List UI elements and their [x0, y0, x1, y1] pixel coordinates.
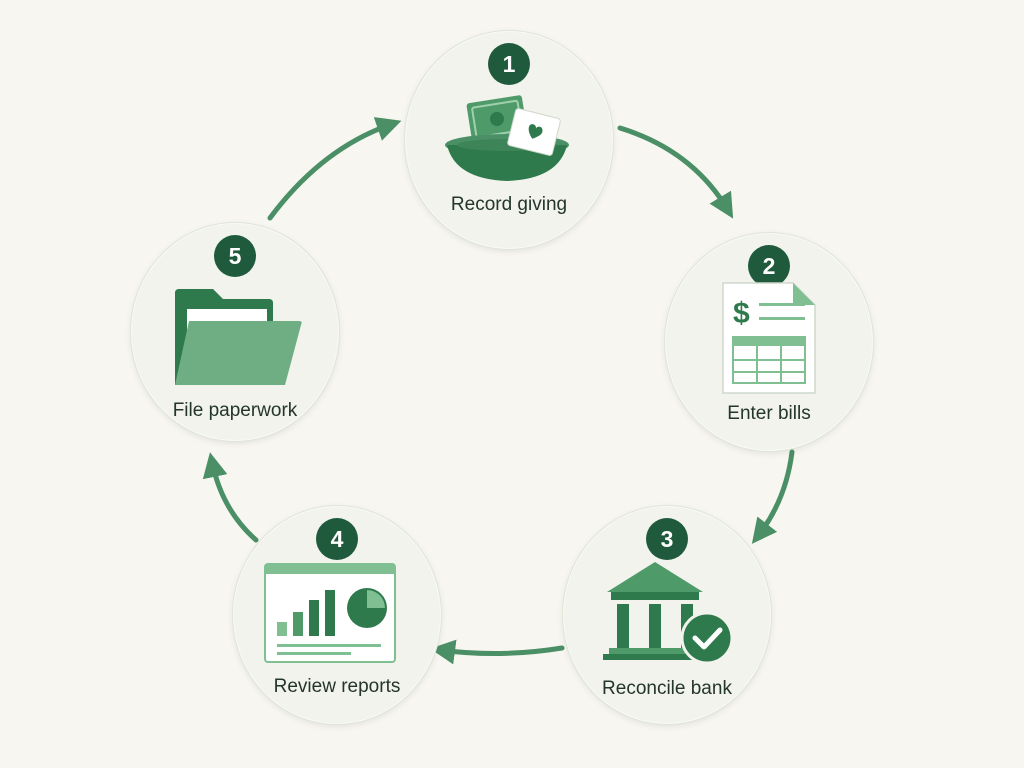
step-label: Reconcile bank	[602, 678, 732, 699]
step-label: Record giving	[450, 194, 568, 215]
folder-icon	[175, 289, 302, 385]
step-file-paperwork: 5 File paperwork	[130, 222, 340, 442]
bank-check-icon	[603, 562, 734, 665]
step-reconcile-bank: 3 Reconcile bank	[562, 505, 772, 725]
step-enter-bills: 2 $ Enter bills	[664, 232, 874, 452]
step-number-badge: 4	[316, 518, 358, 560]
arrow-step3-to-step4	[430, 639, 565, 665]
report-dashboard-icon	[264, 563, 396, 663]
step-number-badge: 2	[748, 245, 790, 287]
arrow-step5-to-step1	[267, 117, 402, 221]
bill-document-icon: $	[722, 282, 816, 394]
offering-plate-icon	[445, 95, 569, 181]
step-label: File paperwork	[172, 400, 298, 421]
step-number-badge: 1	[488, 43, 530, 85]
arrow-step4-to-step5	[202, 452, 259, 543]
step-label: Review reports	[273, 676, 401, 697]
step-record-giving: 1 Record giving	[404, 30, 614, 250]
step-label: Enter bills	[727, 403, 811, 424]
step-number-badge: 3	[646, 518, 688, 560]
svg-text:$: $	[733, 297, 750, 330]
arrow-step1-to-step2	[617, 125, 734, 219]
step-review-reports: 4 Review reports	[232, 505, 442, 725]
arrow-step2-to-step3	[751, 449, 795, 544]
step-number-badge: 5	[214, 235, 256, 277]
